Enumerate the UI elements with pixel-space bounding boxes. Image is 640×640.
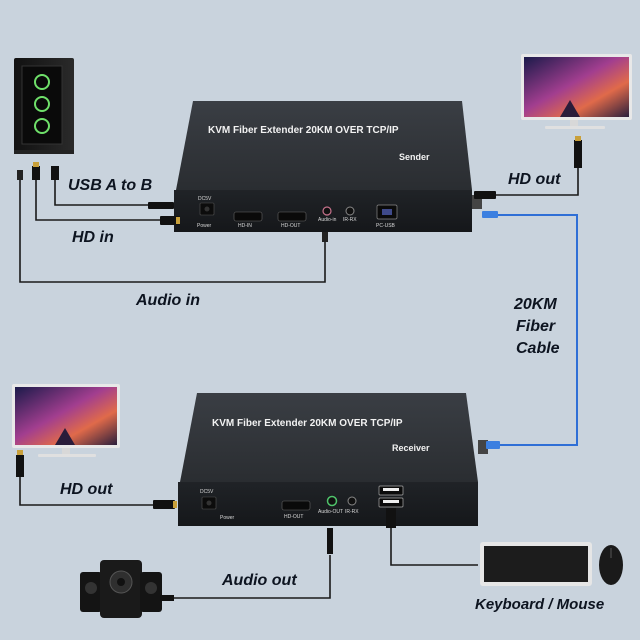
audio-plug-speakers	[160, 595, 174, 601]
receiver-top-face	[180, 393, 478, 482]
sender-power-label: Power	[197, 223, 212, 229]
hd-plug-pc	[32, 166, 40, 180]
label-hd-out-bottom: HD out	[60, 481, 113, 498]
usb-keyboard-cable	[390, 528, 478, 566]
fiber-connector-bottom	[486, 441, 500, 449]
label-fiber-line2: Fiber	[516, 318, 556, 335]
sender-ir-rx-jack	[345, 206, 355, 216]
sender-dc-label: DC5V	[198, 196, 212, 202]
sender-fiber-port	[472, 195, 482, 209]
sender-hd-in-label: HD-IN	[238, 223, 252, 229]
sender-title: KVM Fiber Extender 20KM OVER TCP/IP	[208, 125, 399, 136]
audio-plug-receiver	[327, 528, 333, 554]
receiver-usb-tongue-1	[383, 488, 399, 491]
usb-a-plug	[51, 166, 59, 180]
usb-b-plug	[148, 202, 174, 209]
hd-plug-monitor-bottom	[16, 455, 24, 477]
receiver-role: Receiver	[392, 443, 430, 453]
hd-plug-monitor-top	[574, 140, 582, 168]
cables	[19, 166, 579, 599]
usb-cable	[54, 178, 148, 206]
sender-hd-out-port	[277, 211, 307, 222]
fiber-connector-top	[482, 211, 498, 218]
usb-plug-receiver	[386, 508, 396, 528]
label-fiber-line1: 20KM	[514, 296, 557, 313]
receiver-device	[178, 393, 488, 526]
sender-device	[174, 101, 482, 232]
hd-out-bottom-cable	[19, 475, 155, 506]
audio-out-cable	[172, 555, 331, 599]
receiver-dc-pin	[206, 500, 212, 506]
monitor-top-icon	[521, 54, 632, 129]
sender-top-face	[176, 101, 472, 190]
label-keyboard-mouse: Keyboard / Mouse	[475, 596, 605, 613]
sender-pc-usb-label: PC-USB	[376, 223, 395, 229]
sender-pc-usb-insert	[382, 209, 392, 215]
monitor-bottom-icon	[12, 384, 120, 457]
fiber-cable	[497, 214, 578, 446]
audio-plug-sender	[322, 232, 328, 242]
sender-ir-rx-label: IR-RX	[343, 217, 357, 223]
receiver-title: KVM Fiber Extender 20KM OVER TCP/IP	[212, 418, 403, 429]
sender-dc-pin	[204, 206, 210, 212]
sender-hd-out-label: HD-OUT	[281, 223, 301, 229]
audio-plug-pc	[17, 170, 23, 180]
receiver-ir-rx-label: IR-RX	[345, 509, 359, 515]
speakers-icon	[80, 560, 162, 618]
label-hd-out-top: HD out	[508, 171, 561, 188]
label-usb-a-to-b: USB A to B	[68, 177, 153, 194]
sender-audio-in-jack	[322, 206, 332, 216]
sender-hd-in-port	[233, 211, 263, 222]
label-audio-in: Audio in	[136, 292, 200, 309]
receiver-ir-rx-jack	[347, 496, 357, 506]
receiver-fiber-port	[478, 440, 488, 454]
hd-plug-sender-in	[160, 216, 180, 225]
hd-in-cable	[35, 178, 160, 221]
receiver-usb-tongue-2	[383, 500, 399, 503]
audio-in-cable	[19, 178, 326, 283]
label-audio-out: Audio out	[222, 572, 297, 589]
receiver-hd-out-port	[281, 500, 311, 511]
hd-plug-sender-out	[474, 191, 496, 199]
hd-out-top-cable	[495, 166, 579, 196]
receiver-dc-label: DC5V	[200, 489, 214, 495]
mouse-icon	[599, 545, 623, 585]
keyboard-icon	[480, 542, 592, 586]
label-hd-in: HD in	[72, 229, 114, 246]
pc-tower-icon	[14, 58, 74, 154]
plug-connectors	[16, 136, 582, 601]
hd-plug-receiver-out	[153, 500, 175, 509]
receiver-audio-out-label: Audio-OUT	[318, 509, 344, 515]
sender-audio-in-label: Audio-in	[318, 217, 337, 223]
receiver-hd-out-label: HD-OUT	[284, 514, 304, 520]
label-fiber-line3: Cable	[516, 340, 560, 357]
receiver-power-label: Power	[220, 515, 235, 521]
sender-role: Sender	[399, 152, 430, 162]
receiver-audio-out-jack	[326, 495, 338, 507]
